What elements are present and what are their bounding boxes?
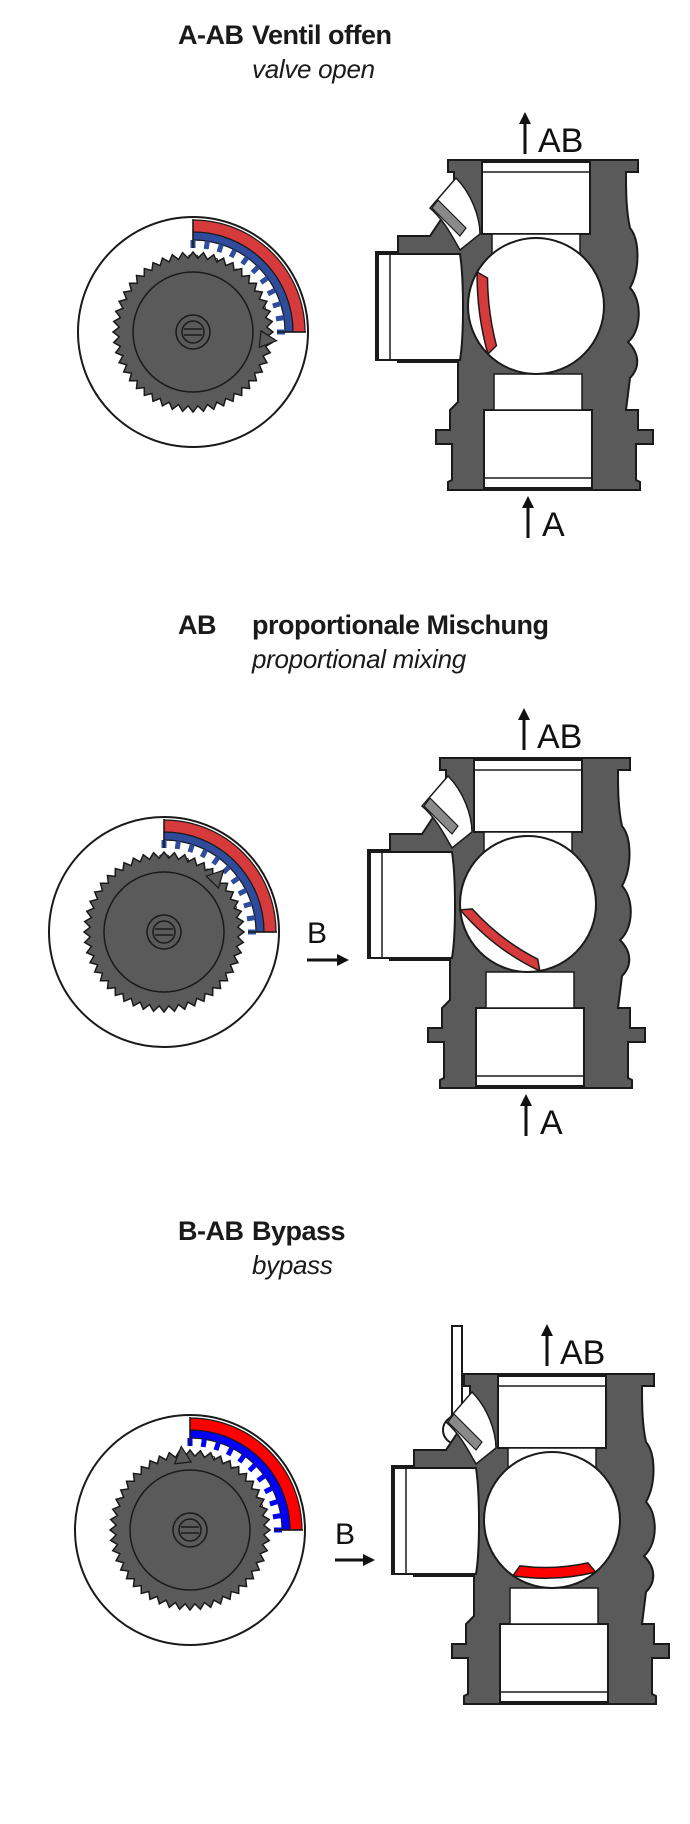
dial-knob [82,850,246,1014]
scale-tick [237,888,248,897]
port-ab-label: AB [538,122,583,160]
scale-tick [272,301,282,309]
spindle-housing [444,1390,497,1466]
scale-tick [250,265,260,275]
scale-tick [269,1499,279,1507]
lower-passage [509,1587,599,1625]
lower-passage [493,373,583,411]
scale-tick [199,848,208,859]
scale-tick [228,248,237,259]
rotor-chamber [459,835,597,973]
spindle-housing [428,176,481,252]
port-b-label: B [307,917,327,950]
mixing-valve-body: AB A [367,708,646,1142]
spindle [447,1413,483,1451]
scale-tick [263,1486,274,1495]
mode-code: AB [178,610,217,640]
port-ab-arrow: AB [518,708,582,756]
port-a-bore [475,1007,585,1087]
section-bypass: B-AB Bypass bypass 86420 AB B [0,1196,690,1716]
scale-tick [213,1441,221,1451]
dial-pointer [258,329,278,349]
scale-tick [211,856,221,866]
section-valve-open: A-AB Ventil offen valve open 108642 AB A [0,0,690,560]
scale-tick [243,901,253,909]
scale-tick [221,865,231,875]
port-b-bore [393,1467,480,1575]
scale-tick [216,243,224,253]
spindle [423,797,459,835]
scale-tick [275,315,285,322]
knob-screw [181,320,205,344]
mode-title-german: Ventil offen [252,20,392,50]
section-proportional-mixing: AB proportionale Mischung proportional m… [0,590,690,1150]
port-ab-bore [473,759,583,833]
lower-passage [485,971,575,1009]
port-b-arrow: B [335,1518,375,1566]
thermostatic-dial: 1086420 [48,816,280,1048]
scale-tick [174,840,181,850]
mode-title-english: valve open [252,54,375,84]
spindle-housing [420,774,473,850]
port-b-arrow: B [307,917,349,966]
dial-knob [108,1445,272,1612]
knob-screw [178,1518,202,1542]
rotor-seal [511,1562,598,1579]
mode-title-german: Bypass [252,1216,346,1246]
port-a-bore [483,409,593,489]
dial-pointer [205,869,225,890]
port-ab-bore [481,161,591,235]
scale-tick [256,1473,266,1483]
scale-tick [272,1513,282,1520]
rotor-seal [458,908,541,973]
port-a-arrow: A [520,1094,563,1142]
mode-code: A-AB [178,20,244,50]
rotor-chamber [483,1451,621,1589]
scale-tick [266,288,277,297]
port-a-label: A [540,1104,563,1142]
scale-tick [203,240,210,250]
port-a-label: A [542,506,565,544]
spindle [431,199,467,237]
port-ab-arrow: AB [519,112,583,160]
port-b-bore [377,253,464,361]
mixing-valve-body: AB A [375,112,654,544]
dial-knob [111,250,278,414]
scale-tick [200,1438,207,1448]
scale-tick [225,1446,234,1457]
scale-tick [230,875,240,885]
mode-code: B-AB [178,1216,244,1246]
scale-tick [187,843,195,853]
port-a-bore [499,1623,609,1703]
port-a-arrow: A [522,496,565,544]
rotor-seal [476,270,498,356]
thermostatic-dial: 86420 [74,1414,306,1646]
scale-tick [240,256,250,266]
thermostatic-dial: 108642 [77,216,309,448]
rotor-chamber [467,237,605,375]
scale-tick [246,915,256,922]
scale-tick [247,1463,257,1473]
scale-tick [237,1454,247,1464]
mode-title-german: proportionale Mischung [252,610,549,640]
port-ab-bore [497,1375,607,1449]
dial-pointer [173,1445,193,1465]
port-b-label: B [335,1518,355,1551]
mode-title-english: proportional mixing [252,644,466,674]
mixing-valve-body: AB [391,1324,670,1705]
mode-title-english: bypass [252,1250,333,1280]
knob-screw [152,920,176,944]
port-b-bore [369,851,456,959]
port-ab-label: AB [560,1334,605,1372]
port-ab-label: AB [537,718,582,756]
port-ab-arrow: AB [541,1324,605,1372]
scale-tick [259,275,269,285]
